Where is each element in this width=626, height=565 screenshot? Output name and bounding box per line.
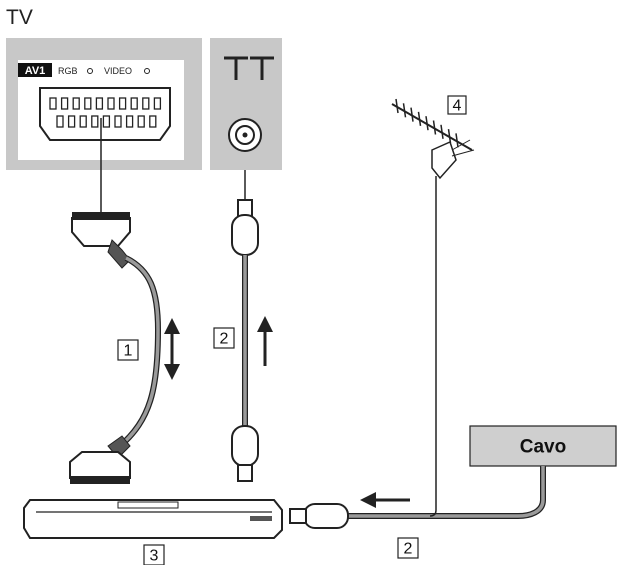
scart-socket-area: AV1 RGB VIDEO <box>18 60 184 160</box>
antenna-element <box>432 120 437 135</box>
scart-pin <box>118 97 127 110</box>
rf-plug-bottom-body <box>231 425 259 467</box>
scart-pins <box>49 97 162 128</box>
antenna-element <box>425 116 429 131</box>
coax-socket-pin <box>242 132 248 138</box>
video-label: VIDEO <box>104 66 132 76</box>
callout-2-bottom: 2 <box>404 541 413 558</box>
rgb-indicator-icon <box>87 68 93 74</box>
av-badge <box>18 63 52 77</box>
scart-pin <box>49 97 57 110</box>
incoming-rf-cable <box>289 466 546 529</box>
antenna-element <box>402 103 407 118</box>
antenna-elements <box>395 98 459 148</box>
recorder-device <box>23 499 283 539</box>
scart-pin <box>60 97 69 110</box>
callout-3: 3 <box>150 548 159 565</box>
rf-plug-bottom-tip <box>237 464 253 482</box>
scart-pin <box>72 97 80 110</box>
rf-plug-top-body <box>231 214 259 256</box>
cable-source-label: Cavo <box>520 437 566 458</box>
scart-pin <box>84 97 92 110</box>
scart-cable-body <box>118 256 160 448</box>
callout-2-top: 2 <box>220 331 229 348</box>
callout-4: 4 <box>453 98 462 115</box>
video-indicator-icon <box>144 68 150 74</box>
scart-pin <box>67 115 76 128</box>
scart-pin <box>107 97 115 110</box>
antenna-element <box>417 111 422 127</box>
callout-box-2-top <box>213 327 235 349</box>
scart-pin <box>56 115 64 128</box>
recorder-body <box>23 499 283 539</box>
aerial-antenna <box>391 98 475 510</box>
scart-plug-bottom-cap <box>70 476 130 484</box>
callout-box-4 <box>447 95 467 115</box>
antenna-socket <box>224 56 274 152</box>
rgb-label: RGB <box>58 66 78 76</box>
scart-pin <box>91 115 99 128</box>
scart-plug-top-cap <box>72 212 130 220</box>
scart-pin <box>149 115 157 128</box>
scart-pin <box>79 115 87 128</box>
scart-pin <box>114 115 122 128</box>
rf-cable-tv <box>231 170 259 482</box>
incoming-plug-tip <box>289 508 307 524</box>
scart-pin <box>142 97 150 110</box>
scart-pin <box>95 97 104 110</box>
antenna-mount <box>431 140 457 180</box>
scart-pin <box>125 115 134 128</box>
callout-box-2-bottom <box>397 537 419 559</box>
scart-pin <box>130 97 138 110</box>
left-arrow-icon <box>360 492 410 508</box>
bidirectional-arrow-icon <box>164 318 180 380</box>
antenna-element <box>440 124 444 139</box>
incoming-plug-body <box>303 503 349 529</box>
antenna-element <box>447 128 452 144</box>
scart-plug-top <box>71 217 131 247</box>
antenna-symbol-right-icon <box>250 56 274 80</box>
scart-pin <box>102 115 111 128</box>
up-arrow-icon <box>257 316 273 366</box>
scart-socket-outline <box>39 87 171 141</box>
rf-plug-top-tip <box>237 199 253 217</box>
antenna-element <box>395 98 399 114</box>
antenna-element <box>455 133 459 148</box>
scart-plug-top-boot <box>107 239 131 269</box>
av-badge-label: AV1 <box>25 65 46 77</box>
recorder-disc-tray <box>117 501 179 509</box>
scart-plug-bottom <box>69 451 131 479</box>
recorder-display <box>250 516 272 521</box>
diagram-title: TV <box>6 6 33 29</box>
callout-1: 1 <box>124 343 133 360</box>
callout-box-3 <box>143 544 165 565</box>
scart-pin <box>137 115 145 128</box>
scart-pin <box>153 97 162 110</box>
incoming-cable-outline <box>344 466 546 519</box>
callout-box-1 <box>117 339 139 361</box>
incoming-cable-body <box>344 466 545 518</box>
antenna-element <box>410 107 414 122</box>
scart-cable <box>69 118 162 484</box>
antenna-symbol-left-icon <box>224 56 248 80</box>
